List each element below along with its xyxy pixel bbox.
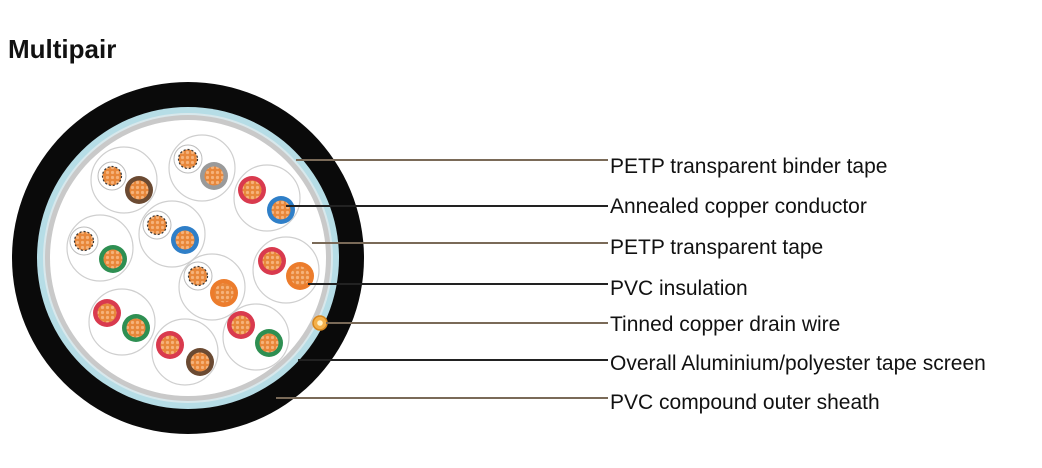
pair-8-core-b-copper-conductor bbox=[126, 318, 146, 338]
pair-2-core-a-copper-conductor bbox=[177, 148, 199, 170]
pair-8 bbox=[88, 288, 156, 356]
pair-3-core-a-copper-conductor bbox=[242, 180, 262, 200]
pair-5-core-a-copper-conductor bbox=[146, 214, 168, 236]
page-title: Multipair bbox=[8, 34, 117, 64]
pair-2-core-b-copper-conductor bbox=[204, 166, 224, 186]
pair-6-core-a-copper-conductor bbox=[262, 251, 282, 271]
pair-4-core-b-copper-conductor bbox=[103, 249, 123, 269]
pair-3-core-b-copper-conductor bbox=[271, 200, 291, 220]
drain-wire-core bbox=[317, 320, 323, 326]
pair-9-core-b-copper-conductor bbox=[259, 333, 279, 353]
pair-4 bbox=[66, 214, 134, 282]
drain-wire bbox=[312, 315, 328, 331]
pair-6 bbox=[252, 236, 320, 304]
pair-5-core-b-copper-conductor bbox=[175, 230, 195, 250]
pair-9 bbox=[222, 303, 290, 371]
label-pvc-outer-sheath: PVC compound outer sheath bbox=[610, 391, 880, 414]
label-annealed-copper-conductor: Annealed copper conductor bbox=[610, 195, 867, 218]
pair-2 bbox=[168, 134, 236, 202]
component-labels: PETP transparent binder tape Annealed co… bbox=[610, 155, 986, 414]
pair-6-core-b-copper-conductor bbox=[290, 266, 310, 286]
leader-lines bbox=[276, 159, 608, 399]
twisted-pairs bbox=[66, 134, 320, 386]
label-overall-screen: Overall Aluminium/polyester tape screen bbox=[610, 352, 986, 375]
label-petp-binder-tape: PETP transparent binder tape bbox=[610, 155, 887, 178]
label-pvc-insulation: PVC insulation bbox=[610, 277, 748, 300]
pair-8-core-a-copper-conductor bbox=[97, 303, 117, 323]
pair-7-core-a-copper-conductor bbox=[187, 265, 209, 287]
pair-3 bbox=[233, 164, 301, 232]
pair-1-core-a-copper-conductor bbox=[101, 165, 123, 187]
pair-7 bbox=[178, 253, 246, 321]
label-tinned-copper-drain-wire: Tinned copper drain wire bbox=[610, 313, 840, 336]
pair-7-core-b-copper-conductor bbox=[214, 283, 234, 303]
pair-1 bbox=[90, 146, 158, 214]
pair-4-core-a-copper-conductor bbox=[73, 230, 95, 252]
pair-1-core-b-copper-conductor bbox=[129, 180, 149, 200]
pair-5 bbox=[138, 200, 206, 268]
pair-10 bbox=[151, 318, 219, 386]
label-petp-transparent-tape: PETP transparent tape bbox=[610, 236, 823, 259]
pair-10-core-b-copper-conductor bbox=[190, 352, 210, 372]
pair-9-core-a-copper-conductor bbox=[231, 315, 251, 335]
pair-10-core-a-copper-conductor bbox=[160, 335, 180, 355]
